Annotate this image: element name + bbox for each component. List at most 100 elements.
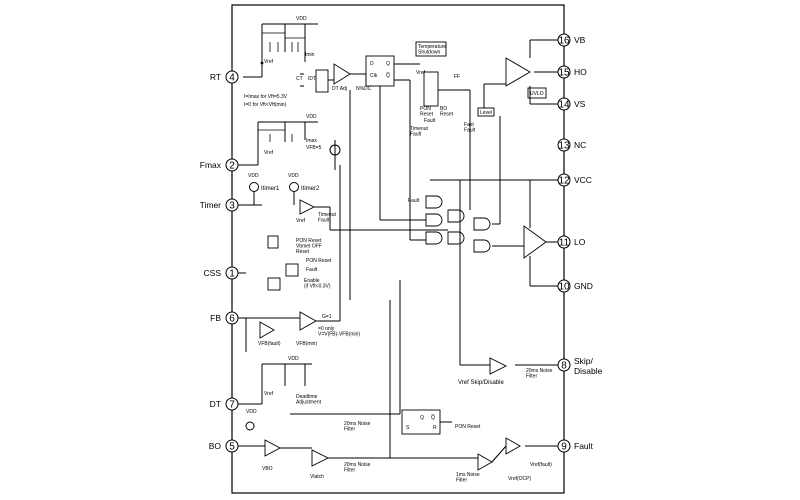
svg-text:Q: Q <box>386 61 390 67</box>
svg-text:VFB=5: VFB=5 <box>306 145 322 151</box>
pin-fault: 9 Fault <box>525 439 594 453</box>
dff-block: D Q Clk Q̅ N%DC <box>356 55 395 92</box>
pin-rt: 4 RT <box>210 70 262 84</box>
svg-text:R: R <box>433 425 437 431</box>
svg-text:IDT: IDT <box>308 76 316 82</box>
svg-text:Fault: Fault <box>408 198 420 204</box>
routing-wires <box>314 63 524 463</box>
svg-text:VS: VS <box>574 99 586 109</box>
rt-current-mirror: VDD Vref Imin <box>260 16 318 77</box>
svg-text:N%DC: N%DC <box>356 86 372 92</box>
svg-text:CT: CT <box>296 76 303 82</box>
svg-text:Fmax: Fmax <box>200 160 222 170</box>
pin-gnd: 10 GND <box>530 279 593 293</box>
svg-text:Skip/: Skip/ <box>574 356 594 366</box>
ic-outline <box>231 4 565 494</box>
svg-text:Level: Level <box>480 110 492 116</box>
pin-fb: 6 FB <box>210 311 300 325</box>
svg-text:VDD: VDD <box>296 16 307 22</box>
svg-text:FB: FB <box>210 313 221 323</box>
svg-text:Fault: Fault <box>306 267 318 273</box>
svg-text:VDD: VDD <box>246 409 257 415</box>
svg-text:Itimer1: Itimer1 <box>261 186 280 192</box>
svg-text:I=0 for Vft<Vft(min): I=0 for Vft<Vft(min) <box>244 102 287 108</box>
svg-text:VDD: VDD <box>248 173 259 179</box>
svg-text:VDD: VDD <box>306 114 317 120</box>
svg-text:Fault: Fault <box>424 118 436 124</box>
svg-text:Imin: Imin <box>305 52 315 58</box>
svg-text:VFB(fault): VFB(fault) <box>258 341 281 347</box>
svg-text:7: 7 <box>229 400 235 411</box>
svg-text:Vref: Vref <box>264 59 274 65</box>
svg-text:DT: DT <box>210 399 221 409</box>
svg-text:VDD: VDD <box>288 173 299 179</box>
svg-text:BO: BO <box>209 441 222 451</box>
svg-text:Vref: Vref <box>264 391 274 397</box>
svg-text:8: 8 <box>561 361 567 372</box>
pin-fmax: 2 Fmax <box>200 158 258 172</box>
svg-text:Imax: Imax <box>306 138 317 144</box>
svg-text:Vref: Vref <box>416 70 426 76</box>
svg-text:Vref(OCP): Vref(OCP) <box>508 476 531 482</box>
svg-text:15: 15 <box>558 68 570 79</box>
svg-text:Q̅: Q̅ <box>431 414 435 421</box>
svg-text:Vref Skip/Disable: Vref Skip/Disable <box>458 380 504 386</box>
svg-text:Fault: Fault <box>574 441 594 451</box>
svg-text:Vref: Vref <box>264 150 274 156</box>
svg-text:Q̅: Q̅ <box>386 72 390 79</box>
pin-vs: 14 VS <box>530 97 586 111</box>
svg-text:12: 12 <box>558 176 570 187</box>
svg-text:PON Reset: PON Reset <box>306 258 332 264</box>
svg-text:16: 16 <box>558 36 570 47</box>
pin-ho: 15 HO <box>534 65 587 79</box>
svg-text:Q: Q <box>420 415 424 421</box>
svg-text:Clk: Clk <box>370 73 378 79</box>
pin-skip-disable: 8 Skip/ Disable <box>515 356 603 376</box>
oscillator-block: CT IDT DT Adj I=Imax for Vft=5.3V I=0 fo… <box>244 63 366 108</box>
svg-text:DT Adj: DT Adj <box>332 86 347 92</box>
svg-text:Vlatch: Vlatch <box>310 474 324 480</box>
svg-text:11: 11 <box>559 238 570 249</box>
low-side-driver <box>523 180 547 286</box>
svg-text:4: 4 <box>229 73 235 84</box>
pin-dt: 7 DT <box>210 397 262 411</box>
svg-text:Itimer2: Itimer2 <box>301 186 320 192</box>
pin-vcc: 12 VCC <box>430 173 592 187</box>
svg-text:Enable(if Vft<0.3V): Enable(if Vft<0.3V) <box>304 278 331 290</box>
svg-text:GND: GND <box>574 281 593 291</box>
svg-text:9: 9 <box>561 442 567 453</box>
svg-text:D: D <box>370 61 374 67</box>
css-logic: PON Reset Fault Enable(if Vft<0.3V) <box>267 258 332 291</box>
svg-text:Vref: Vref <box>296 218 306 224</box>
svg-text:FF: FF <box>454 74 460 80</box>
svg-text:14: 14 <box>558 100 570 111</box>
svg-text:RT: RT <box>210 72 221 82</box>
svg-text:5: 5 <box>229 442 235 453</box>
pin-bo: 5 BO <box>209 439 265 453</box>
svg-text:VDD: VDD <box>288 356 299 362</box>
svg-text:S: S <box>406 425 410 431</box>
pin-nc: 13 NC <box>557 138 586 152</box>
pin-css: 1 CSS <box>204 266 246 280</box>
fmax-current-mirror: VDD Vref Imax VFB=5 <box>257 114 341 170</box>
svg-text:UVLO: UVLO <box>530 91 544 97</box>
svg-text:I=Imax for Vft=5.3V: I=Imax for Vft=5.3V <box>244 94 288 100</box>
svg-text:VBO: VBO <box>262 466 273 472</box>
pin-timer: 3 Timer <box>200 198 262 212</box>
